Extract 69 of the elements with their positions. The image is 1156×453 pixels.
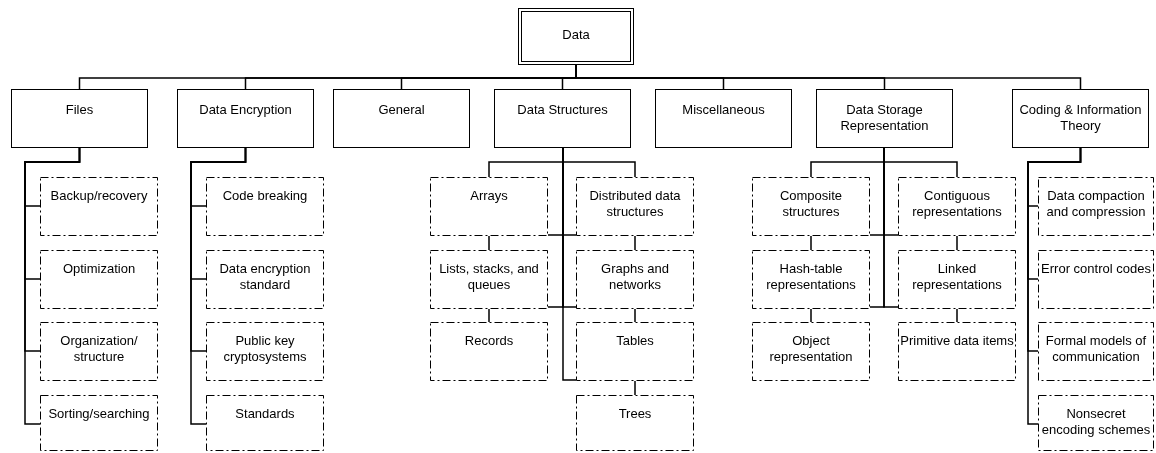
connector-line	[24, 147, 81, 425]
box-label: Public key cryptosystems	[222, 333, 308, 365]
box-label: Data Structures	[516, 102, 609, 118]
box-label: Data encryption standard	[218, 261, 312, 293]
subcategory-box	[576, 177, 694, 236]
category-box	[177, 89, 314, 148]
box-label: Data compaction and compression	[1045, 188, 1147, 220]
category-box	[494, 89, 631, 148]
subcategory-box	[1038, 322, 1154, 381]
box-label: Miscellaneous	[681, 102, 766, 118]
box-label: Data Storage Representation	[839, 102, 930, 134]
subcategory-box	[40, 177, 158, 236]
box-label: Files	[64, 102, 95, 118]
subcategory-box	[206, 322, 324, 381]
box-label: Contiguous representations	[911, 188, 1003, 220]
subcategory-box	[430, 322, 548, 381]
subcategory-box	[576, 395, 694, 451]
box-label: Organization/ structure	[59, 333, 139, 365]
box-label: Sorting/searching	[47, 406, 151, 422]
subcategory-box	[40, 395, 158, 451]
subcategory-box	[206, 395, 324, 451]
box-label: Primitive data items	[899, 333, 1015, 349]
connector-line	[190, 147, 247, 425]
subcategory-box	[752, 250, 870, 309]
subcategory-box	[752, 322, 870, 381]
box-label: Trees	[617, 406, 653, 422]
subcategory-box	[430, 250, 548, 309]
box-label: Records	[463, 333, 515, 349]
box-label: Graphs and networks	[600, 261, 670, 293]
box-label: General	[377, 102, 426, 118]
subcategory-box	[40, 250, 158, 309]
subcategory-box	[898, 322, 1016, 381]
box-label: Tables	[615, 333, 655, 349]
box-label: Formal models of communication	[1044, 333, 1148, 365]
box-label: Standards	[234, 406, 296, 422]
box-label: Object representation	[768, 333, 854, 365]
subcategory-box	[206, 177, 324, 236]
subcategory-box	[576, 250, 694, 309]
subcategory-box	[898, 177, 1016, 236]
box-label: Error control codes	[1040, 261, 1152, 277]
box-label: Data	[561, 27, 591, 43]
box-label: Linked representations	[911, 261, 1003, 293]
category-box	[11, 89, 148, 148]
box-label: Code breaking	[221, 188, 309, 204]
subcategory-box	[1038, 250, 1154, 309]
subcategory-box	[1038, 177, 1154, 236]
box-label: Backup/recovery	[49, 188, 149, 204]
box-label: Composite structures	[778, 188, 844, 220]
subcategory-box	[576, 322, 694, 381]
box-label: Arrays	[469, 188, 509, 204]
subcategory-box	[40, 322, 158, 381]
category-box	[1012, 89, 1149, 148]
subcategory-box	[1038, 395, 1154, 451]
subcategory-box	[430, 177, 548, 236]
subcategory-box	[898, 250, 1016, 309]
category-box	[655, 89, 792, 148]
root-box	[518, 8, 634, 65]
box-label: Distributed data structures	[588, 188, 682, 220]
subcategory-box	[206, 250, 324, 309]
subcategory-box	[752, 177, 870, 236]
connector-line	[1027, 147, 1082, 425]
category-box	[816, 89, 953, 148]
box-label: Nonsecret encoding schemes	[1040, 406, 1152, 438]
box-label: Optimization	[61, 261, 137, 277]
box-label: Lists, stacks, and queues	[438, 261, 540, 293]
box-label: Data Encryption	[198, 102, 293, 118]
box-label: Hash-table representations	[765, 261, 857, 293]
category-box	[333, 89, 470, 148]
box-label: Coding & Information Theory	[1018, 102, 1143, 134]
